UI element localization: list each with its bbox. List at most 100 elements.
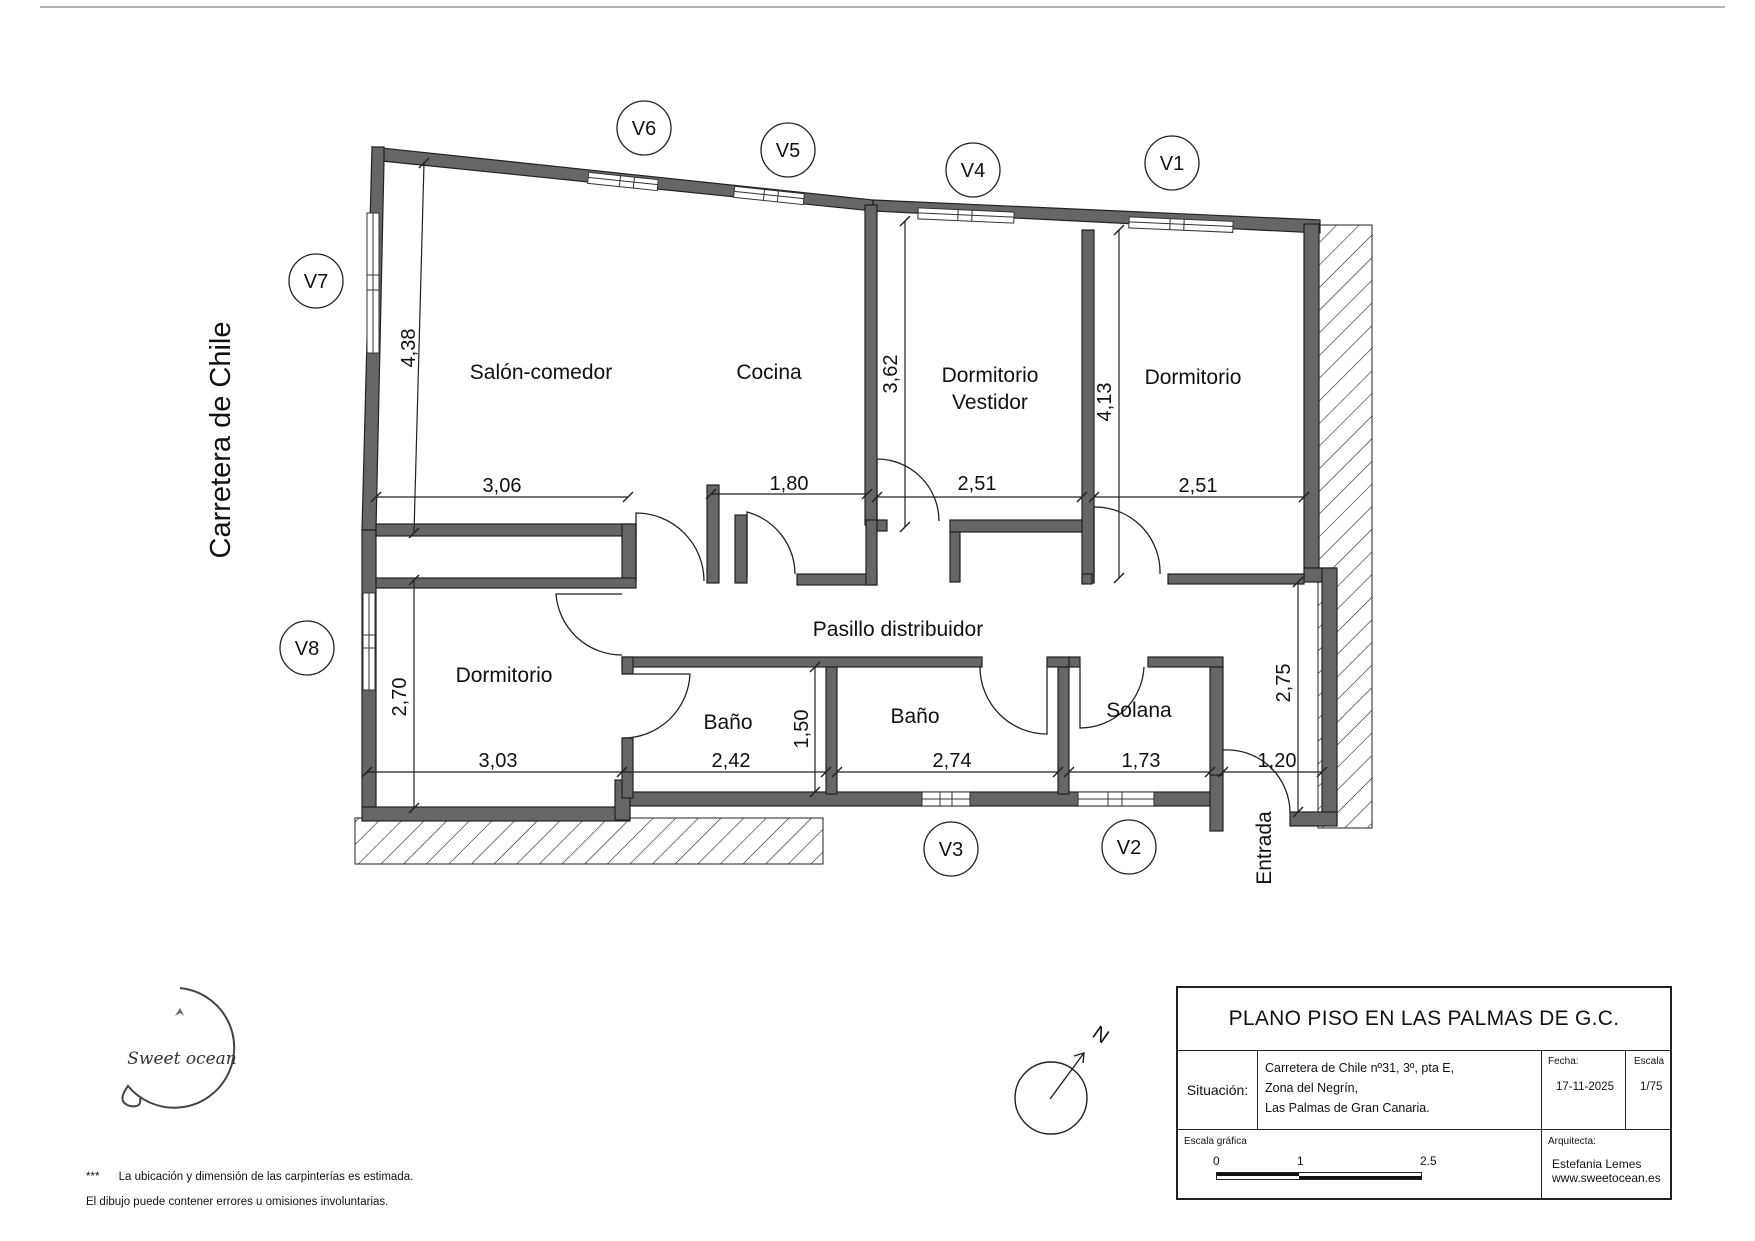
situacion-label: Situación: [1178,1050,1258,1130]
dim-bano2-w: 2,74 [933,750,972,772]
window-v5-frame [733,185,805,206]
door-swing-cocina [746,511,796,577]
door-swing-dormitorio-left-1 [555,593,623,656]
windows-carpentry [362,171,1234,807]
svg-text:V1: V1 [1160,153,1184,175]
svg-text:V5: V5 [776,140,800,162]
window-v2-frame [1077,791,1155,807]
window-tag-v1: V1 [1144,135,1200,191]
svg-text:V6: V6 [632,118,656,140]
window-v6-frame [587,171,659,192]
disclaimer-notes: *** La ubicación y dimensión de las carp… [86,1165,413,1215]
escala-cell: Escala 1/75 [1626,1050,1670,1130]
dimension-labels: 4,38 3,06 1,80 3,62 2,51 4,13 2,51 2,70 … [389,329,1296,772]
dim-bano1-w: 2,42 [712,750,751,772]
dim-solana-w: 1,73 [1122,750,1161,772]
svg-text:V4: V4 [961,160,985,182]
door-swing-salon [635,512,705,582]
escala-value: 1/75 [1640,1081,1663,1093]
room-bano-1: Baño [703,711,752,734]
window-tag-v4: V4 [945,142,1001,198]
room-pasillo: Pasillo distribuidor [813,618,983,641]
door-swings [555,458,1291,814]
room-solana: Solana [1106,699,1172,722]
dim-salon-w: 3,06 [483,475,522,497]
dim-bano1-h: 1,50 [791,710,813,749]
title-block: PLANO PISO EN LAS PALMAS DE G.C. Situaci… [1176,986,1672,1200]
address-line-3: Las Palmas de Gran Canaria. [1265,1101,1430,1115]
room-dormitorio-vestidor-2: Vestidor [952,391,1028,414]
door-swing-dormitorio [1093,506,1161,582]
dim-dorm-h: 4,13 [1094,383,1116,422]
door-swing-bano [979,666,1048,735]
address-line-2: Zona del Negrín, [1265,1081,1359,1095]
plan-title: PLANO PISO EN LAS PALMAS DE G.C. [1178,988,1670,1051]
arquitecta-web: www.sweetocean.es [1552,1171,1661,1185]
dim-vestidor-h: 3,62 [880,355,902,394]
arquitecta-cell: Arquitecta: Estefania Lemes www.sweetoce… [1542,1130,1670,1200]
dim-dorm-left-h: 2,70 [389,678,411,717]
fecha-cell: Fecha: 17-11-2025 [1542,1050,1626,1130]
scale-tick-0: 0 [1213,1154,1220,1168]
scale-bar [1216,1172,1422,1180]
door-swing-entrada [1222,749,1291,814]
door-swing-dormitorio-left-2 [621,673,691,739]
room-cocina: Cocina [736,361,802,384]
svg-text:V3: V3 [939,839,963,861]
door-swing-solana [1079,666,1145,729]
window-tag-v5: V5 [760,122,816,178]
window-tag-v2: V2 [1101,819,1157,875]
arquitecta-name: Estefania Lemes [1552,1157,1642,1171]
escala-label: Escala [1634,1056,1665,1067]
room-salon-comedor: Salón-comedor [470,361,612,384]
window-v4-frame [917,207,1015,224]
notes-line-2: El dibujo puede contener errores u omisi… [86,1196,389,1208]
dim-dorm-w: 2,51 [1179,475,1218,497]
scale-tick-2: 2.5 [1420,1154,1437,1168]
window-tag-v8: V8 [279,620,335,676]
escala-grafica-cell: Escala gráfica 0 1 2.5 [1178,1130,1542,1200]
window-tag-v6: V6 [616,100,672,156]
notes-line-1: La ubicación y dimensión de las carpinte… [118,1171,414,1183]
dim-pasillo-h: 2,75 [1273,664,1295,703]
window-v3-frame [921,791,971,807]
street-label: Carretera de Chile [205,322,237,559]
north-label: N [1088,1022,1112,1048]
fecha-label: Fecha: [1548,1056,1579,1067]
room-dormitorio-right: Dormitorio [1145,366,1242,389]
dim-dorm-left-w: 3,03 [479,750,518,772]
room-labels: Salón-comedor Cocina Dormitorio Vestidor… [456,361,1276,885]
dim-vestidor-w: 2,51 [958,473,997,495]
dim-line-salon-h [413,162,425,534]
dim-ticks [361,157,1328,818]
neighbour-hatch-bottom [354,817,824,865]
window-tag-v3: V3 [923,821,979,877]
dim-entrada-w: 1,20 [1258,750,1297,772]
notes-marker: *** [86,1171,100,1183]
window-v1-frame [1128,216,1234,233]
window-tag-v7: V7 [288,253,344,309]
svg-text:V2: V2 [1117,837,1141,859]
logo-wordmark: Sweet ocean [127,1049,236,1069]
svg-text:V8: V8 [295,638,319,660]
arquitecta-label: Arquitecta: [1548,1136,1596,1147]
room-dormitorio-left: Dormitorio [456,664,553,687]
scale-tick-1: 1 [1297,1154,1304,1168]
dim-cocina-w: 1,80 [770,473,809,495]
window-v7-frame [366,212,380,354]
bird-icon [175,1008,184,1016]
window-v8-frame [362,592,376,691]
dim-salon-h: 4,38 [398,329,420,368]
room-bano-2: Baño [890,705,939,728]
window-tags: V6 V5 V4 V1 V7 V8 V3 V2 [279,100,1200,877]
sweet-ocean-logo: Sweet ocean [100,978,260,1123]
escala-grafica-label: Escala gráfica [1184,1136,1247,1147]
address-block: Carretera de Chile nº31, 3º, pta E, Zona… [1258,1050,1542,1130]
door-swing-vestidor [876,458,940,522]
address-line-1: Carretera de Chile nº31, 3º, pta E, [1265,1061,1455,1075]
north-arrow-icon: N [1014,1022,1113,1135]
dimension-lines [361,157,1328,818]
svg-text:V7: V7 [304,271,328,293]
room-dormitorio-vestidor-1: Dormitorio [942,364,1039,387]
